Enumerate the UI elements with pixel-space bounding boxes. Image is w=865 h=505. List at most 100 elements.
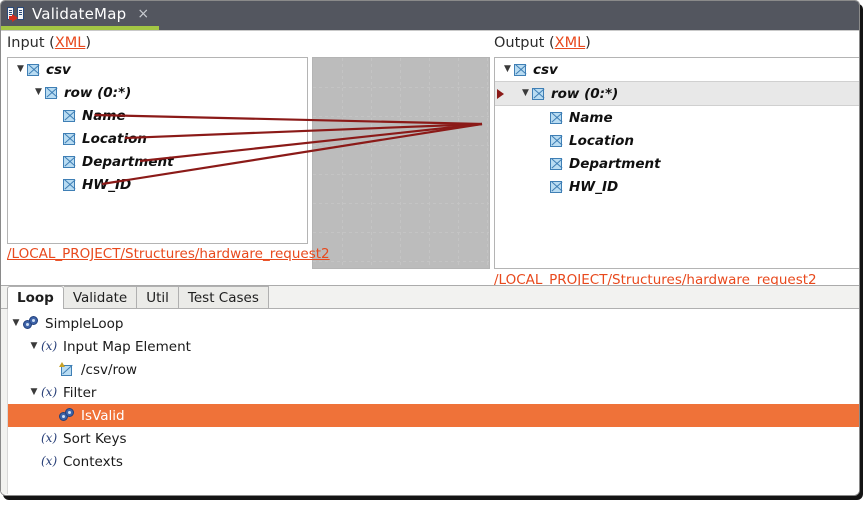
grid-line-horizontal: [313, 261, 489, 262]
output-tree-item-label: Name: [569, 109, 613, 126]
gears-icon: [59, 408, 76, 423]
editor-tab-validatemap[interactable]: ValidateMap ×: [1, 1, 160, 30]
input-tree-item-label: Name: [82, 107, 126, 124]
tab-validate[interactable]: Validate: [63, 286, 138, 308]
chevron-down-icon[interactable]: ▼: [30, 387, 38, 397]
output-tree-item-label: csv: [533, 61, 558, 78]
function-variable-icon: (x): [41, 454, 58, 468]
loop-tree-rows: ▼SimpleLoop▼(x)Input Map Element/csv/row…: [1, 312, 859, 473]
schema-element-icon: [532, 87, 544, 100]
schema-element-icon: [550, 157, 562, 170]
tab-loop[interactable]: Loop: [7, 286, 64, 309]
input-tree-item-row[interactable]: HW_ID: [8, 173, 307, 196]
chevron-down-icon[interactable]: ▼: [522, 88, 529, 98]
schema-element-icon: [63, 109, 75, 122]
input-label-text: Input (: [7, 35, 55, 51]
tab-test-cases[interactable]: Test Cases: [178, 286, 269, 308]
schema-element-icon: [514, 63, 526, 76]
chevron-down-icon[interactable]: ▼: [35, 87, 42, 97]
loop-tree-row[interactable]: ▼(x)Filter: [1, 381, 859, 404]
output-tree-item-row[interactable]: Department: [495, 152, 859, 175]
grid-lines: [313, 58, 489, 268]
gears-icon: [23, 316, 40, 331]
output-label-suffix: ): [585, 35, 591, 51]
schema-element-icon: [27, 63, 39, 76]
input-panel-label: Input (XML): [7, 35, 91, 51]
loop-tree-row-label: SimpleLoop: [45, 315, 124, 332]
mapping-canvas[interactable]: [312, 57, 490, 269]
chevron-down-icon[interactable]: ▼: [30, 341, 38, 351]
output-tree-item-row[interactable]: Location: [495, 129, 859, 152]
input-label-suffix: ): [85, 35, 92, 51]
output-structure-path[interactable]: /LOCAL_PROJECT/Structures/hardware_reque…: [494, 272, 817, 286]
schema-element-icon: [63, 178, 75, 191]
output-panel-label: Output (XML): [494, 35, 591, 51]
chevron-down-icon[interactable]: ▼: [17, 64, 24, 74]
grid-line-vertical: [487, 58, 488, 268]
chevron-down-icon[interactable]: ▼: [504, 64, 511, 74]
schema-element-icon: [63, 132, 75, 145]
output-tree-item-label: row (0:*): [551, 85, 619, 102]
schema-element-icon: [550, 180, 562, 193]
grid-line-horizontal: [313, 87, 489, 88]
loop-tree-row[interactable]: ▼ SimpleLoop: [1, 312, 859, 335]
loop-tree-row[interactable]: IsValid: [1, 404, 859, 427]
grid-line-horizontal: [313, 203, 489, 204]
grid-line-vertical: [342, 58, 343, 268]
tree-left-margin: [1, 309, 8, 494]
loop-tree-row-label: Contexts: [63, 453, 123, 470]
grid-line-horizontal: [313, 116, 489, 117]
input-structure-path[interactable]: /LOCAL_PROJECT/Structures/hardware_reque…: [7, 246, 330, 262]
input-xml-link[interactable]: XML: [54, 35, 86, 51]
close-icon[interactable]: ×: [137, 5, 150, 22]
output-tree-item-label: Department: [569, 155, 661, 172]
window-body: Input (XML) Output (XML) ▼csv▼row (0:*)N…: [1, 31, 859, 495]
map-transform-icon: [7, 5, 25, 23]
input-tree-item-label: csv: [46, 61, 71, 78]
grid-line-horizontal: [313, 145, 489, 146]
loop-tree-row-label: /csv/row: [81, 361, 138, 378]
schema-element-icon: [550, 111, 562, 124]
input-tree-item-row[interactable]: ▼ row (0:*): [8, 81, 307, 104]
mapping-target-arrow-icon: [497, 88, 504, 99]
output-tree-item-row[interactable]: ▼ csv: [495, 58, 859, 81]
loop-tree-row[interactable]: (x) Contexts: [1, 450, 859, 473]
input-tree-item-label: row (0:*): [64, 84, 132, 101]
grid-line-vertical: [371, 58, 372, 268]
output-tree-item-row[interactable]: Name: [495, 106, 859, 129]
input-tree-item-row[interactable]: ▼ csv: [8, 58, 307, 81]
grid-line-vertical: [429, 58, 430, 268]
loop-tree-row-label: Input Map Element: [63, 338, 191, 355]
loop-tree-row[interactable]: ▼(x)Input Map Element: [1, 335, 859, 358]
schema-element-icon: [63, 155, 75, 168]
tab-util[interactable]: Util: [137, 286, 179, 308]
chevron-down-icon[interactable]: ▼: [12, 318, 20, 328]
output-tree-item-row[interactable]: HW_ID: [495, 175, 859, 198]
output-xml-link[interactable]: XML: [554, 35, 586, 51]
title-bar: ValidateMap ×: [1, 1, 859, 31]
mapping-area: Input (XML) Output (XML) ▼csv▼row (0:*)N…: [1, 31, 859, 286]
output-label-text: Output (: [494, 35, 555, 51]
map-element-icon: [59, 362, 76, 377]
schema-element-icon: [550, 134, 562, 147]
loop-tree-row[interactable]: (x) Sort Keys: [1, 427, 859, 450]
function-variable-icon: (x): [41, 431, 58, 445]
input-tree-item-row[interactable]: Name: [8, 104, 307, 127]
loop-tree-row-label: Sort Keys: [63, 430, 127, 447]
loop-tree-row[interactable]: /csv/row: [1, 358, 859, 381]
grid-line-vertical: [400, 58, 401, 268]
schema-element-icon: [45, 86, 57, 99]
input-tree-item-row[interactable]: Department: [8, 150, 307, 173]
input-tree-item-label: HW_ID: [82, 176, 132, 193]
input-tree-item-row[interactable]: Location: [8, 127, 307, 150]
output-tree-item-row[interactable]: ▼ row (0:*): [495, 81, 859, 106]
grid-line-horizontal: [313, 232, 489, 233]
loop-detail-tree[interactable]: ▼SimpleLoop▼(x)Input Map Element/csv/row…: [1, 309, 859, 494]
output-tree-item-label: Location: [569, 132, 634, 149]
input-tree-item-label: Department: [82, 153, 174, 170]
grid-line-horizontal: [313, 174, 489, 175]
